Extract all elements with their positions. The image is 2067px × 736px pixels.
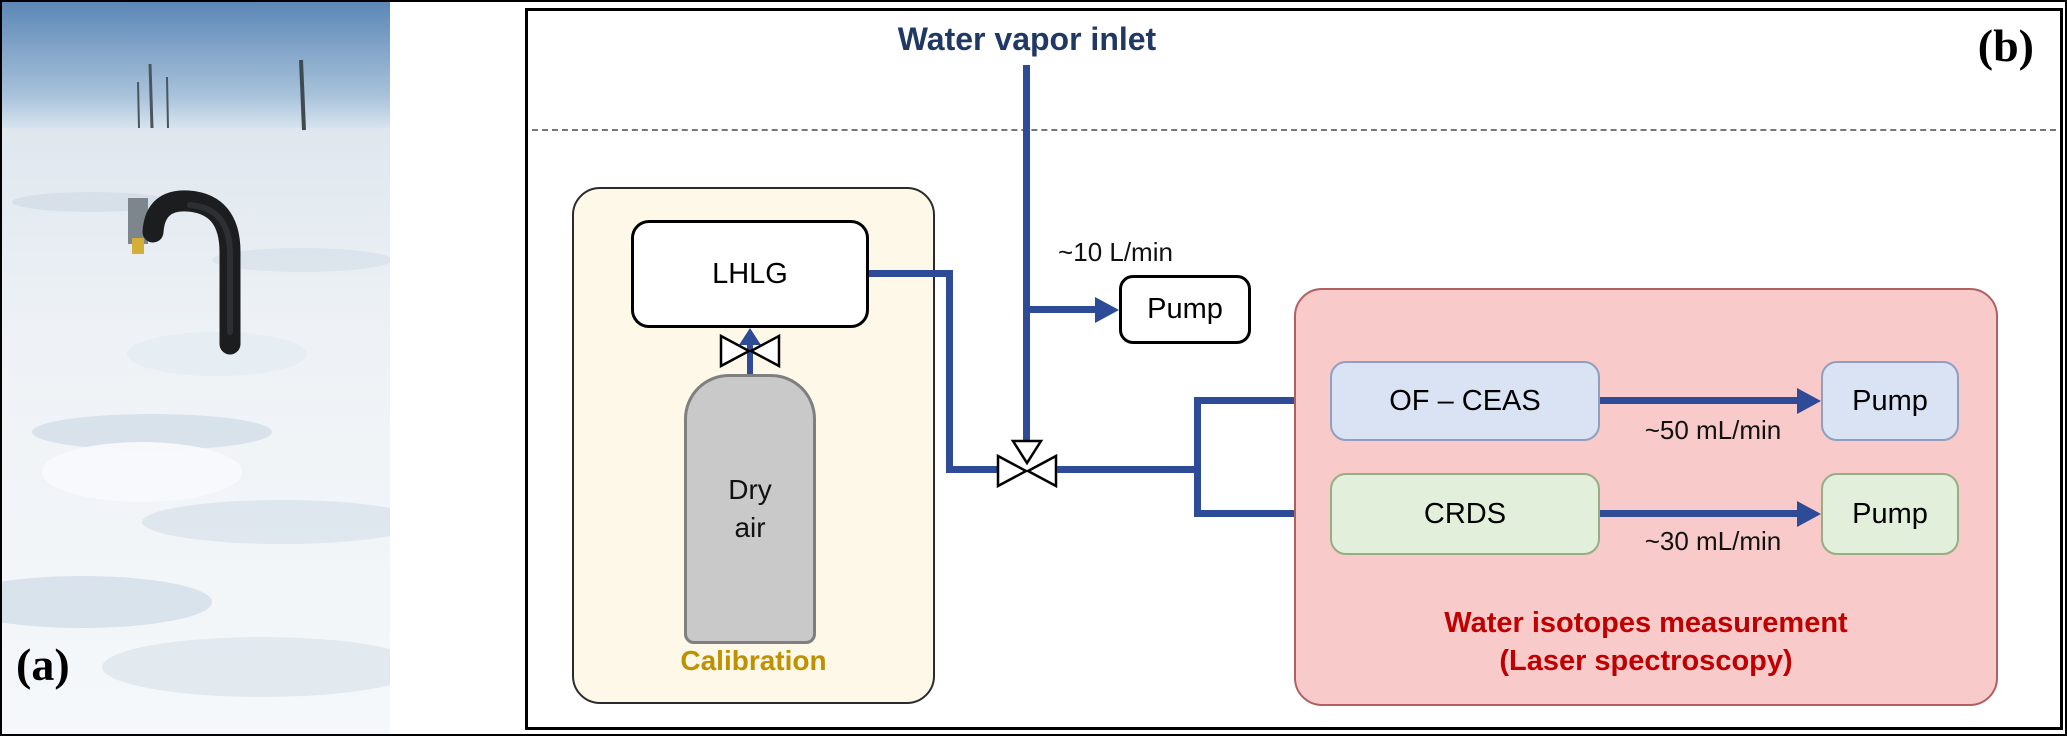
calibration-title: Calibration (680, 645, 827, 676)
dry-air-label-line2: air (734, 512, 766, 543)
inlet-mast (127, 190, 307, 376)
crds-box: CRDS (1330, 473, 1600, 555)
flow-line-valve-out (1057, 466, 1201, 473)
ofceas-pump-box: Pump (1821, 361, 1959, 441)
measurement-title-line1: Water isotopes measurement (1444, 607, 1848, 639)
dry-air-cylinder: Dry air (684, 374, 816, 644)
arrow-to-ofceas-pump (1797, 388, 1821, 414)
ofceas-label: OF – CEAS (1389, 384, 1541, 417)
calibration-valve-icon (719, 333, 781, 369)
panel-b-frame: (b) Water vapor inlet ~10 L/min Pump LHL… (525, 8, 2063, 730)
measurement-title-line2: (Laser spectroscopy) (1499, 645, 1793, 677)
bypass-flow-rate-label: ~10 L/min (1058, 237, 1173, 267)
lhlg-box: LHLG (631, 220, 869, 328)
photo-illustration (2, 2, 390, 734)
flow-line-to-ofceas (1194, 397, 1308, 404)
flow-line-ofceas-to-pump (1600, 397, 1800, 404)
arrow-to-crds-pump (1797, 501, 1821, 527)
photo-sky (2, 2, 390, 132)
panel-a-label: (a) (16, 639, 70, 690)
crds-flow-rate-label: ~30 mL/min (1644, 526, 1782, 556)
ofceas-box: OF – CEAS (1330, 361, 1600, 441)
flow-line-dryair-to-lhlg (747, 341, 753, 375)
dry-air-label-line1: Dry (728, 474, 772, 506)
crds-pump-box: Pump (1821, 473, 1959, 555)
snow-drift (127, 332, 307, 376)
ofceas-flow-rate-label: ~50 mL/min (1644, 415, 1782, 445)
bypass-pump-box: Pump (1119, 275, 1251, 344)
three-way-valve-icon (996, 439, 1058, 489)
flow-line-split-vertical (1194, 397, 1201, 517)
inlet-pipe-highlight (187, 202, 233, 335)
flow-line-lhlg-out-h (869, 270, 953, 277)
flow-line-to-crds (1194, 510, 1308, 517)
arrow-to-lhlg (739, 328, 761, 345)
bracket-fitting (132, 238, 144, 254)
flow-line-pump-branch (1027, 306, 1097, 313)
lhlg-label: LHLG (712, 257, 788, 290)
flow-line-lhlg-to-valve (946, 466, 1002, 473)
ofceas-pump-label: Pump (1852, 384, 1928, 417)
flow-line-crds-to-pump (1600, 510, 1800, 517)
surface-boundary-dashed-line (532, 129, 2056, 131)
crds-pump-label: Pump (1852, 497, 1928, 530)
panel-b-label: (b) (1977, 20, 2034, 71)
arrow-to-bypass-pump (1095, 297, 1119, 323)
flow-line-lhlg-out-v (946, 270, 953, 473)
snow-texture (2, 192, 390, 697)
crds-label: CRDS (1423, 497, 1507, 530)
bypass-pump-label: Pump (1147, 293, 1223, 325)
survey-stakes (137, 59, 306, 131)
site-photo: (a) (2, 2, 390, 734)
water-vapor-inlet-label: Water vapor inlet (897, 21, 1157, 57)
flow-line-inlet-vertical (1023, 65, 1030, 441)
